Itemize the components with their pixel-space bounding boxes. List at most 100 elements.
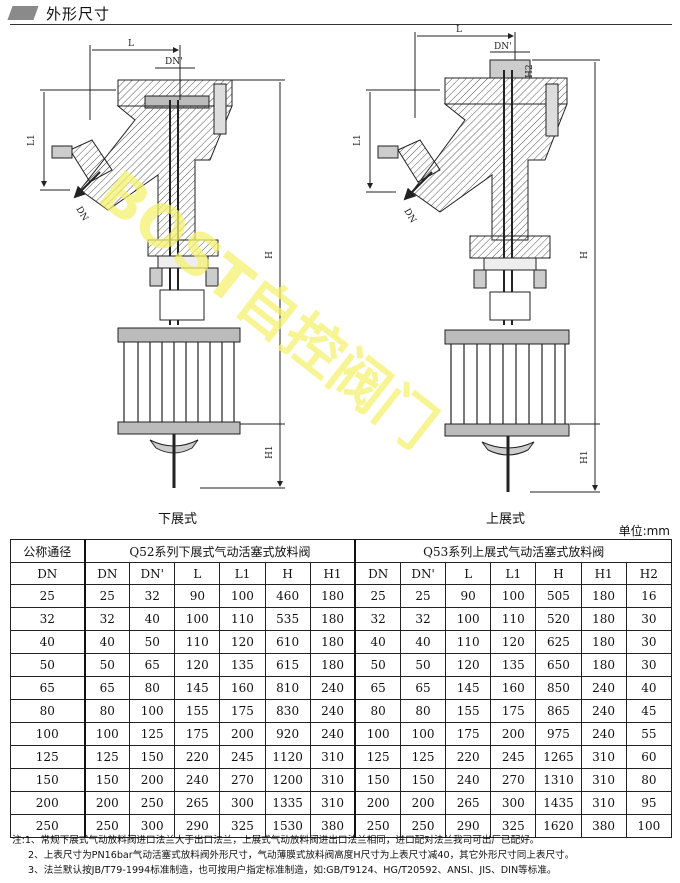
section-header: 外形尺寸 — [6, 2, 110, 24]
table-cell: 30 — [625, 630, 673, 654]
table-cell: 270 — [490, 768, 537, 792]
q53-col-header: L — [445, 562, 492, 585]
table-cell: 120 — [174, 653, 221, 677]
table-cell: 325 — [490, 814, 537, 838]
table-cell: 220 — [445, 745, 492, 769]
table-cell: 180 — [309, 607, 356, 631]
table-cell: 505 — [535, 584, 582, 608]
q52-col-header: DN' — [129, 562, 176, 585]
table-cell: 55 — [625, 722, 673, 746]
watermark-text: BOST自控阀门 — [86, 157, 448, 461]
table-cell: 50 — [83, 653, 131, 677]
table-cell: 200 — [83, 791, 131, 815]
table-cell: 310 — [309, 791, 356, 815]
table-cell: 180 — [580, 630, 627, 654]
right-valve-drawing — [366, 32, 600, 493]
table-cell: 300 — [129, 814, 176, 838]
table-cell: 150 — [83, 768, 131, 792]
table-cell: 145 — [445, 676, 492, 700]
table-cell: 240 — [580, 676, 627, 700]
table-cell: 110 — [445, 630, 492, 654]
col-nominal-subheader: DN — [10, 562, 85, 585]
q52-col-header: L — [174, 562, 221, 585]
dim-L1-left: L1 — [27, 134, 37, 146]
table-cell: 265 — [445, 791, 492, 815]
dim-DNp-right: DN' — [494, 42, 512, 52]
table-cell: 180 — [309, 630, 356, 654]
table-cell: 95 — [625, 791, 673, 815]
table-cell: 200 — [129, 768, 176, 792]
q53-col-header: H — [535, 562, 582, 585]
table-cell: 240 — [445, 768, 492, 792]
table-cell: 25 — [399, 584, 447, 608]
notes: 注:1、常规下展式气动放料阀进口法兰大于出口法兰，上展式气动放料阀进出口法兰相同… — [12, 833, 672, 878]
table-cell: 520 — [535, 607, 582, 631]
dim-L-right: L — [456, 25, 462, 35]
table-cell: 240 — [309, 699, 356, 723]
dim-H-left: H — [265, 251, 275, 259]
table-cell: 90 — [445, 584, 492, 608]
table-cell: 25 — [354, 584, 401, 608]
table-cell: 32 — [354, 607, 401, 631]
caption-right: 上展式 — [486, 512, 526, 527]
dim-DN-right: DN — [401, 207, 417, 225]
table-cell: 200 — [10, 791, 85, 815]
table-cell: 50 — [399, 653, 447, 677]
q53-col-header: DN' — [399, 562, 447, 585]
table-cell: 155 — [174, 699, 221, 723]
note-1: 注:1、常规下展式气动放料阀进口法兰大于出口法兰，上展式气动放料阀进出口法兰相同… — [12, 835, 540, 846]
table-cell: 180 — [580, 653, 627, 677]
table-cell: 1435 — [535, 791, 582, 815]
table-cell: 32 — [129, 584, 176, 608]
table-cell: 150 — [399, 768, 447, 792]
table-cell: 245 — [219, 745, 266, 769]
table-cell: 32 — [399, 607, 447, 631]
table-cell: 90 — [174, 584, 221, 608]
table-cell: 300 — [490, 791, 537, 815]
dim-L1-right: L1 — [353, 134, 363, 146]
table-cell: 80 — [625, 768, 673, 792]
table-cell: 220 — [174, 745, 221, 769]
table-cell: 50 — [10, 653, 85, 677]
table-cell: 125 — [354, 745, 401, 769]
dim-H2-right: H2 — [525, 64, 535, 78]
table-cell: 30 — [625, 607, 673, 631]
table-cell: 160 — [490, 676, 537, 700]
unit-label: 单位:mm — [618, 524, 670, 538]
table-cell: 180 — [309, 653, 356, 677]
table-cell: 865 — [535, 699, 582, 723]
dim-H1-right: H1 — [580, 450, 590, 464]
table-cell: 200 — [490, 722, 537, 746]
table-cell: 250 — [83, 814, 131, 838]
table-cell: 175 — [219, 699, 266, 723]
group-q52-header: Q52系列下展式气动活塞式放料阀 — [83, 539, 356, 563]
dim-H1-left: H1 — [265, 445, 275, 459]
table-cell: 175 — [174, 722, 221, 746]
table-cell: 80 — [83, 699, 131, 723]
q53-col-header: H2 — [625, 562, 673, 585]
table-cell: 110 — [490, 607, 537, 631]
table-cell: 100 — [219, 584, 266, 608]
table-cell: 50 — [129, 630, 176, 654]
table-cell: 1265 — [535, 745, 582, 769]
table-cell: 120 — [490, 630, 537, 654]
table-cell: 250 — [10, 814, 85, 838]
table-cell: 1335 — [264, 791, 311, 815]
table-cell: 145 — [174, 676, 221, 700]
table-cell: 80 — [10, 699, 85, 723]
note-2: 2、上表尺寸为PN16bar气动活塞式放料阀外形尺寸，气动薄膜式放料阀高度H尺寸… — [28, 850, 575, 861]
table-cell: 180 — [309, 584, 356, 608]
table-cell: 265 — [174, 791, 221, 815]
q52-col-header: H1 — [309, 562, 356, 585]
table-cell: 40 — [625, 676, 673, 700]
table-cell: 120 — [219, 630, 266, 654]
table-cell: 80 — [399, 699, 447, 723]
